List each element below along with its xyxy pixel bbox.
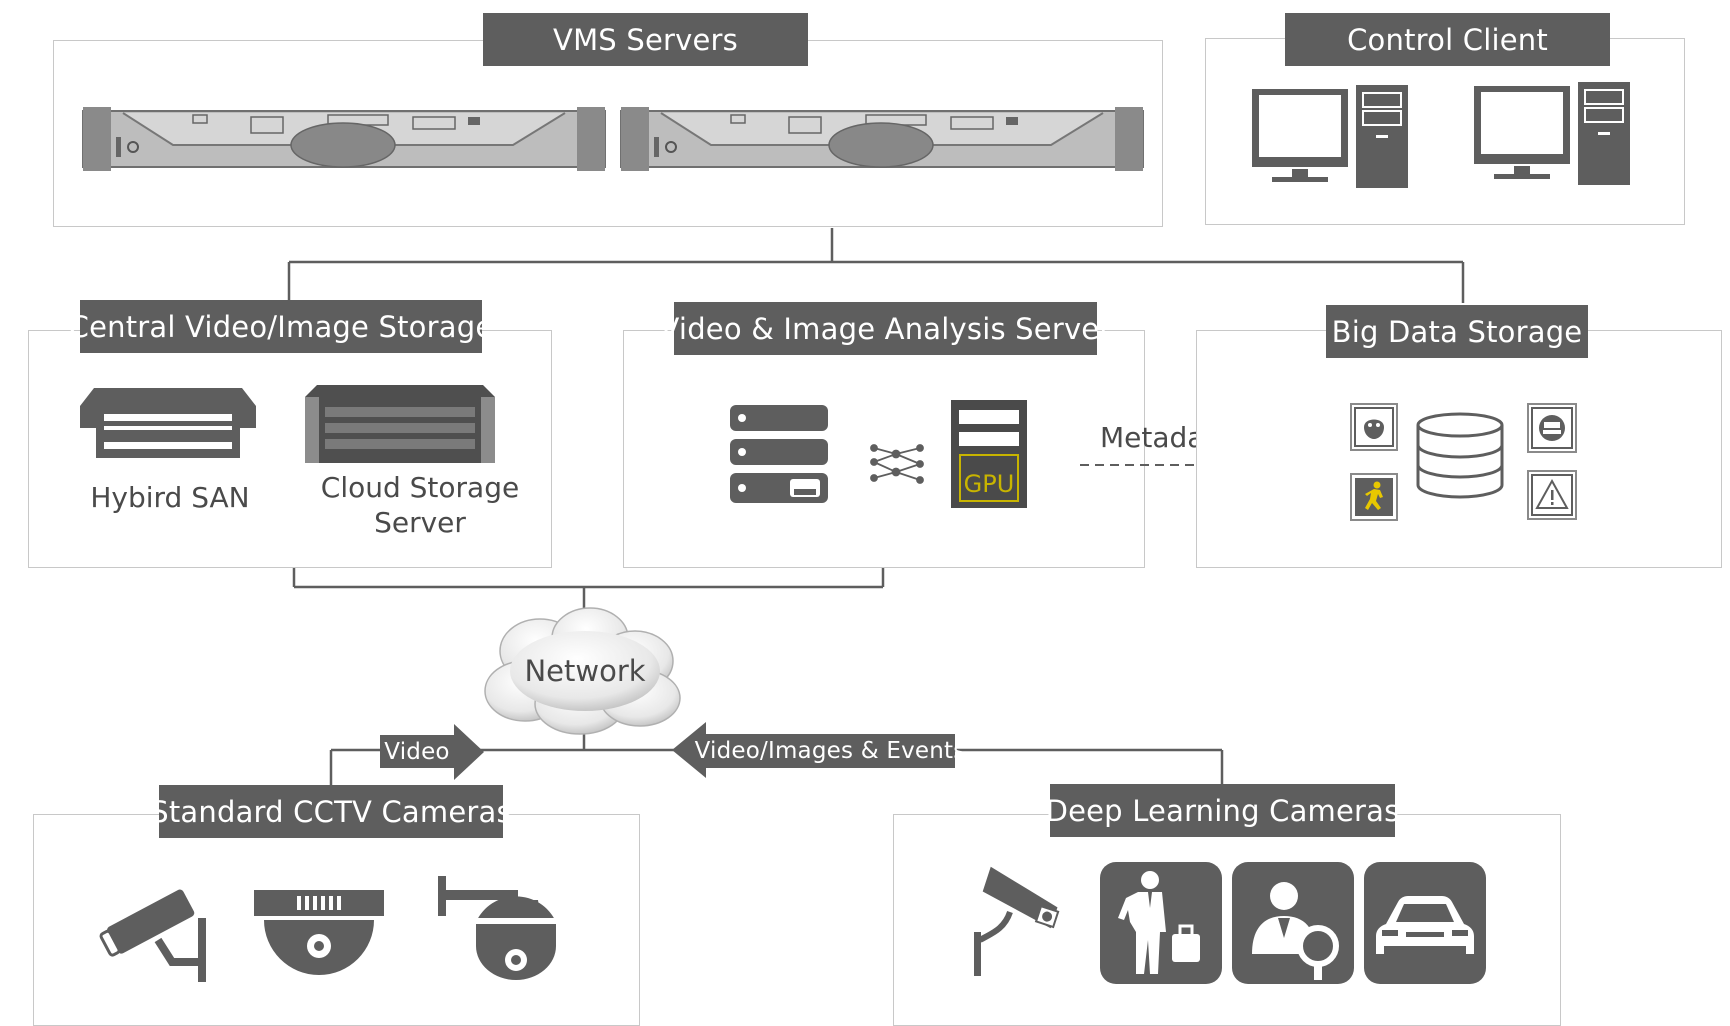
neural-network-icon [870, 444, 924, 484]
bullet-camera-icon [99, 889, 206, 982]
cloud-storage-label: Cloud Storage Server [300, 470, 540, 540]
rack-server-icon [620, 107, 1144, 171]
analysis-server-title: Video & Image Analysis Server [660, 302, 1111, 355]
nas-storage-icon [80, 388, 256, 458]
car-icon [1364, 862, 1486, 984]
deep-learning-title: Deep Learning Cameras [1046, 784, 1399, 837]
cloud-storage-line2: Server [374, 506, 466, 539]
vehicle-icon [1527, 403, 1577, 453]
events-arrow-tag: Video/Images & Events [695, 734, 965, 768]
cloud-storage-line1: Cloud Storage [320, 471, 520, 504]
server-stack-icon [730, 405, 828, 503]
rack-server-icon [82, 107, 606, 171]
big-data-title: Big Data Storage [1326, 305, 1588, 358]
events-arrowhead [672, 722, 706, 778]
video-label: Video [384, 738, 450, 765]
standard-cctv-title: Standard CCTV Cameras [150, 785, 512, 838]
gpu-server-icon: GPU [951, 400, 1027, 508]
desktop-computer-icon [1252, 85, 1408, 188]
video-arrowhead [454, 724, 484, 780]
desktop-computer-icon [1474, 82, 1630, 185]
control-client-title: Control Client [1285, 13, 1610, 66]
cloud-icon [484, 607, 681, 735]
person-luggage-icon [1100, 862, 1222, 984]
hybird-san-label: Hybird SAN [90, 481, 250, 514]
storage-array-icon [305, 385, 495, 463]
person-search-icon [1232, 862, 1354, 984]
analysis-server-box [623, 330, 1145, 568]
database-icon [1416, 412, 1504, 499]
ptz-camera-icon [438, 876, 558, 980]
central-storage-title: Central Video/Image Storage [69, 300, 493, 353]
gpu-label: GPU [963, 470, 1015, 498]
vms-servers-title: VMS Servers [483, 13, 808, 66]
video-images-events-label: Video/Images & Events [694, 738, 966, 764]
warning-icon [1527, 470, 1577, 520]
video-arrow-tag: Video [380, 735, 454, 768]
dome-camera-icon [254, 890, 384, 975]
face-icon [1350, 403, 1398, 451]
walking-person-icon [1350, 473, 1398, 521]
network-label: Network [524, 654, 646, 688]
bullet-camera-icon [974, 866, 1060, 976]
